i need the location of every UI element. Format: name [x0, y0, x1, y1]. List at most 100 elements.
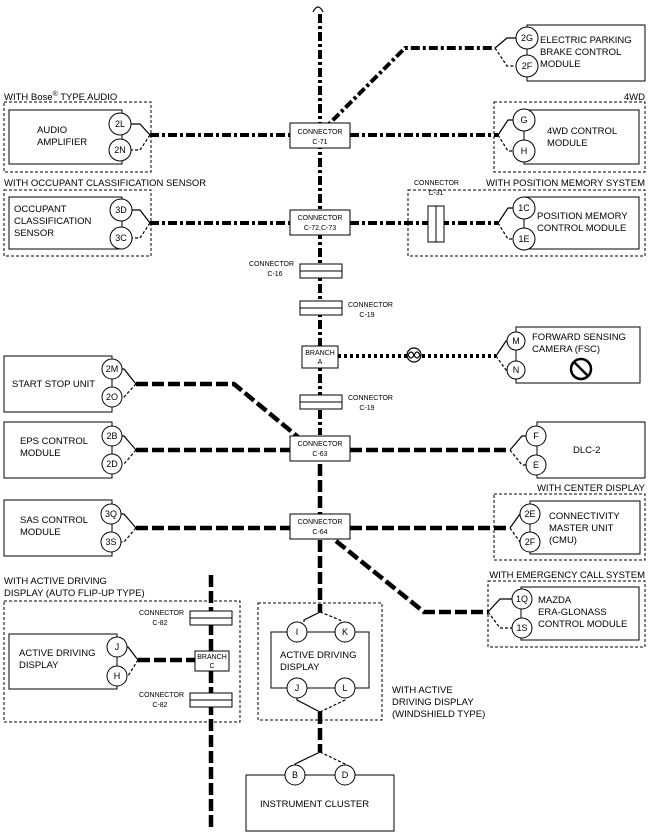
- pin-ocs-2: 3C: [109, 226, 133, 250]
- svg-text:J: J: [295, 683, 300, 693]
- svg-text:2N: 2N: [114, 145, 126, 155]
- group-bose-box: [3, 101, 152, 173]
- svg-text:M: M: [512, 336, 520, 346]
- pin-add-ws-1: I: [286, 621, 308, 643]
- svg-text:2D: 2D: [106, 459, 118, 469]
- pin-cluster-1: B: [284, 764, 306, 786]
- svg-text:3S: 3S: [105, 537, 116, 547]
- connector-c82-lower: CONNECTOR C-82: [139, 692, 233, 709]
- connector-c72-c73: CONNECTOR C-72,C-73: [289, 209, 351, 236]
- module-4wd: 4WD CONTROL MODULE: [523, 109, 640, 165]
- pin-eps-1: 2B: [101, 425, 123, 447]
- svg-text:1E: 1E: [518, 234, 529, 244]
- svg-text:C-82: C-82: [152, 620, 167, 627]
- svg-text:SAS CONTROL: SAS CONTROL: [20, 515, 88, 526]
- svg-text:E: E: [533, 460, 539, 470]
- group-bose-label: WITH Bose® TYPE AUDIO: [4, 90, 117, 103]
- svg-text:CONNECTOR: CONNECTOR: [139, 610, 184, 617]
- group-ocs-label: WITH OCCUPANT CLASSIFICATION SENSOR: [4, 178, 206, 189]
- svg-text:START STOP UNIT: START STOP UNIT: [12, 379, 95, 390]
- svg-text:2F: 2F: [525, 537, 536, 547]
- svg-text:3C: 3C: [115, 233, 127, 243]
- svg-text:C-72,C-73: C-72,C-73: [304, 225, 336, 232]
- module-epb: ELECTRIC PARKING BRAKE CONTROL MODULE: [526, 24, 646, 82]
- svg-text:1C: 1C: [518, 203, 530, 213]
- svg-text:1Q: 1Q: [516, 594, 528, 604]
- svg-text:CONNECTOR: CONNECTOR: [249, 261, 294, 268]
- svg-text:CONNECTOR: CONNECTOR: [298, 519, 343, 526]
- svg-text:2L: 2L: [115, 119, 125, 129]
- module-instrument-cluster: INSTRUMENT CLUSTER: [245, 774, 395, 832]
- pin-add-ws-4: L: [334, 677, 356, 699]
- svg-text:MODULE: MODULE: [547, 138, 588, 149]
- group-ecall-box: [487, 580, 646, 648]
- module-add-left: ACTIVE DRIVING DISPLAY: [8, 633, 118, 690]
- group-add-left-label-1: WITH ACTIVE DRIVING: [4, 576, 107, 587]
- pin-epb-2: 2F: [515, 54, 539, 78]
- module-ocs: OCCUPANT CLASSIFICATION SENSOR: [8, 196, 123, 250]
- connector-c16: CONNECTOR C-16: [249, 261, 343, 279]
- module-fsc: FORWARD SENSING CAMERA (FSC): [515, 326, 641, 384]
- svg-text:C: C: [209, 663, 214, 670]
- svg-text:N: N: [513, 365, 520, 375]
- group-add-left-label-2: DISPLAY (AUTO FLIP-UP TYPE): [4, 588, 145, 599]
- pin-sas-2: 3S: [100, 531, 122, 553]
- svg-text:C-64: C-64: [312, 529, 327, 536]
- svg-text:ERA-GLONASS: ERA-GLONASS: [538, 607, 607, 618]
- svg-text:BRANCH: BRANCH: [305, 350, 335, 357]
- svg-text:MODULE: MODULE: [540, 59, 581, 70]
- pin-era-2: 1S: [511, 617, 533, 639]
- connector-c19-upper: CONNECTOR C-19: [299, 300, 393, 319]
- svg-text:DLC-2: DLC-2: [573, 445, 600, 456]
- pin-ssu-2: 2O: [101, 386, 123, 408]
- svg-text:F: F: [533, 431, 539, 441]
- svg-text:D: D: [342, 770, 349, 780]
- svg-text:CONNECTOR: CONNECTOR: [298, 129, 343, 136]
- svg-text:2B: 2B: [106, 431, 117, 441]
- svg-text:2G: 2G: [521, 33, 533, 43]
- group-ocs-box: [3, 189, 152, 257]
- connector-c64: CONNECTOR C-64: [289, 513, 351, 540]
- module-add-windshield: ACTIVE DRIVING DISPLAY: [270, 631, 370, 689]
- svg-text:CONNECTOR: CONNECTOR: [414, 180, 459, 187]
- svg-text:MODULE: MODULE: [20, 448, 61, 459]
- pin-add-ws-3: J: [286, 677, 308, 699]
- connector-c82-upper: CONNECTOR C-82: [139, 610, 233, 627]
- svg-text:4WD CONTROL: 4WD CONTROL: [547, 126, 617, 137]
- svg-text:BRAKE CONTROL: BRAKE CONTROL: [540, 47, 621, 58]
- module-start-stop: START STOP UNIT: [3, 355, 113, 413]
- svg-text:CONNECTOR: CONNECTOR: [298, 215, 343, 222]
- pin-pos-2: 1E: [512, 227, 536, 251]
- svg-text:EPS CONTROL: EPS CONTROL: [20, 436, 88, 447]
- module-audio-amplifier: AUDIO AMPLIFIER: [8, 109, 123, 165]
- svg-text:K: K: [342, 627, 348, 637]
- svg-text:H: H: [114, 671, 121, 681]
- connector-c31: CONNECTOR C-31: [414, 180, 459, 243]
- pin-sas-1: 3Q: [100, 503, 122, 525]
- svg-text:C-63: C-63: [312, 451, 327, 458]
- group-add-ws-label-3: (WINDSHIELD TYPE): [392, 709, 485, 720]
- svg-text:C-82: C-82: [152, 702, 167, 709]
- svg-text:ACTIVE DRIVING: ACTIVE DRIVING: [19, 648, 96, 659]
- svg-text:C-19: C-19: [359, 312, 374, 319]
- svg-text:CONNECTIVITY: CONNECTIVITY: [549, 511, 620, 522]
- svg-text:INSTRUMENT CLUSTER: INSTRUMENT CLUSTER: [260, 799, 369, 810]
- connector-c63: CONNECTOR C-63: [289, 435, 351, 462]
- wire-break-symbol: [312, 6, 324, 13]
- svg-text:CONTROL MODULE: CONTROL MODULE: [538, 619, 627, 630]
- svg-text:BRANCH: BRANCH: [197, 654, 227, 661]
- svg-text:MASTER UNIT: MASTER UNIT: [549, 523, 614, 534]
- svg-text:(CMU): (CMU): [549, 535, 577, 546]
- svg-text:DISPLAY: DISPLAY: [19, 660, 59, 671]
- svg-text:CAMERA (FSC): CAMERA (FSC): [532, 344, 600, 355]
- prohibited-icon: [569, 357, 593, 381]
- group-pos-label: WITH POSITION MEMORY SYSTEM: [486, 178, 645, 189]
- pin-ocs-1: 3D: [109, 198, 133, 222]
- pin-dlc-2: E: [525, 454, 547, 476]
- svg-text:2O: 2O: [106, 392, 118, 402]
- connectors: CONNECTOR C-71 CONNECTOR C-72,C-73 CONNE…: [139, 122, 459, 709]
- pin-fsc-1: M: [506, 331, 526, 351]
- pin-pos-1: 1C: [512, 196, 536, 220]
- pin-fsc-2: N: [506, 360, 526, 380]
